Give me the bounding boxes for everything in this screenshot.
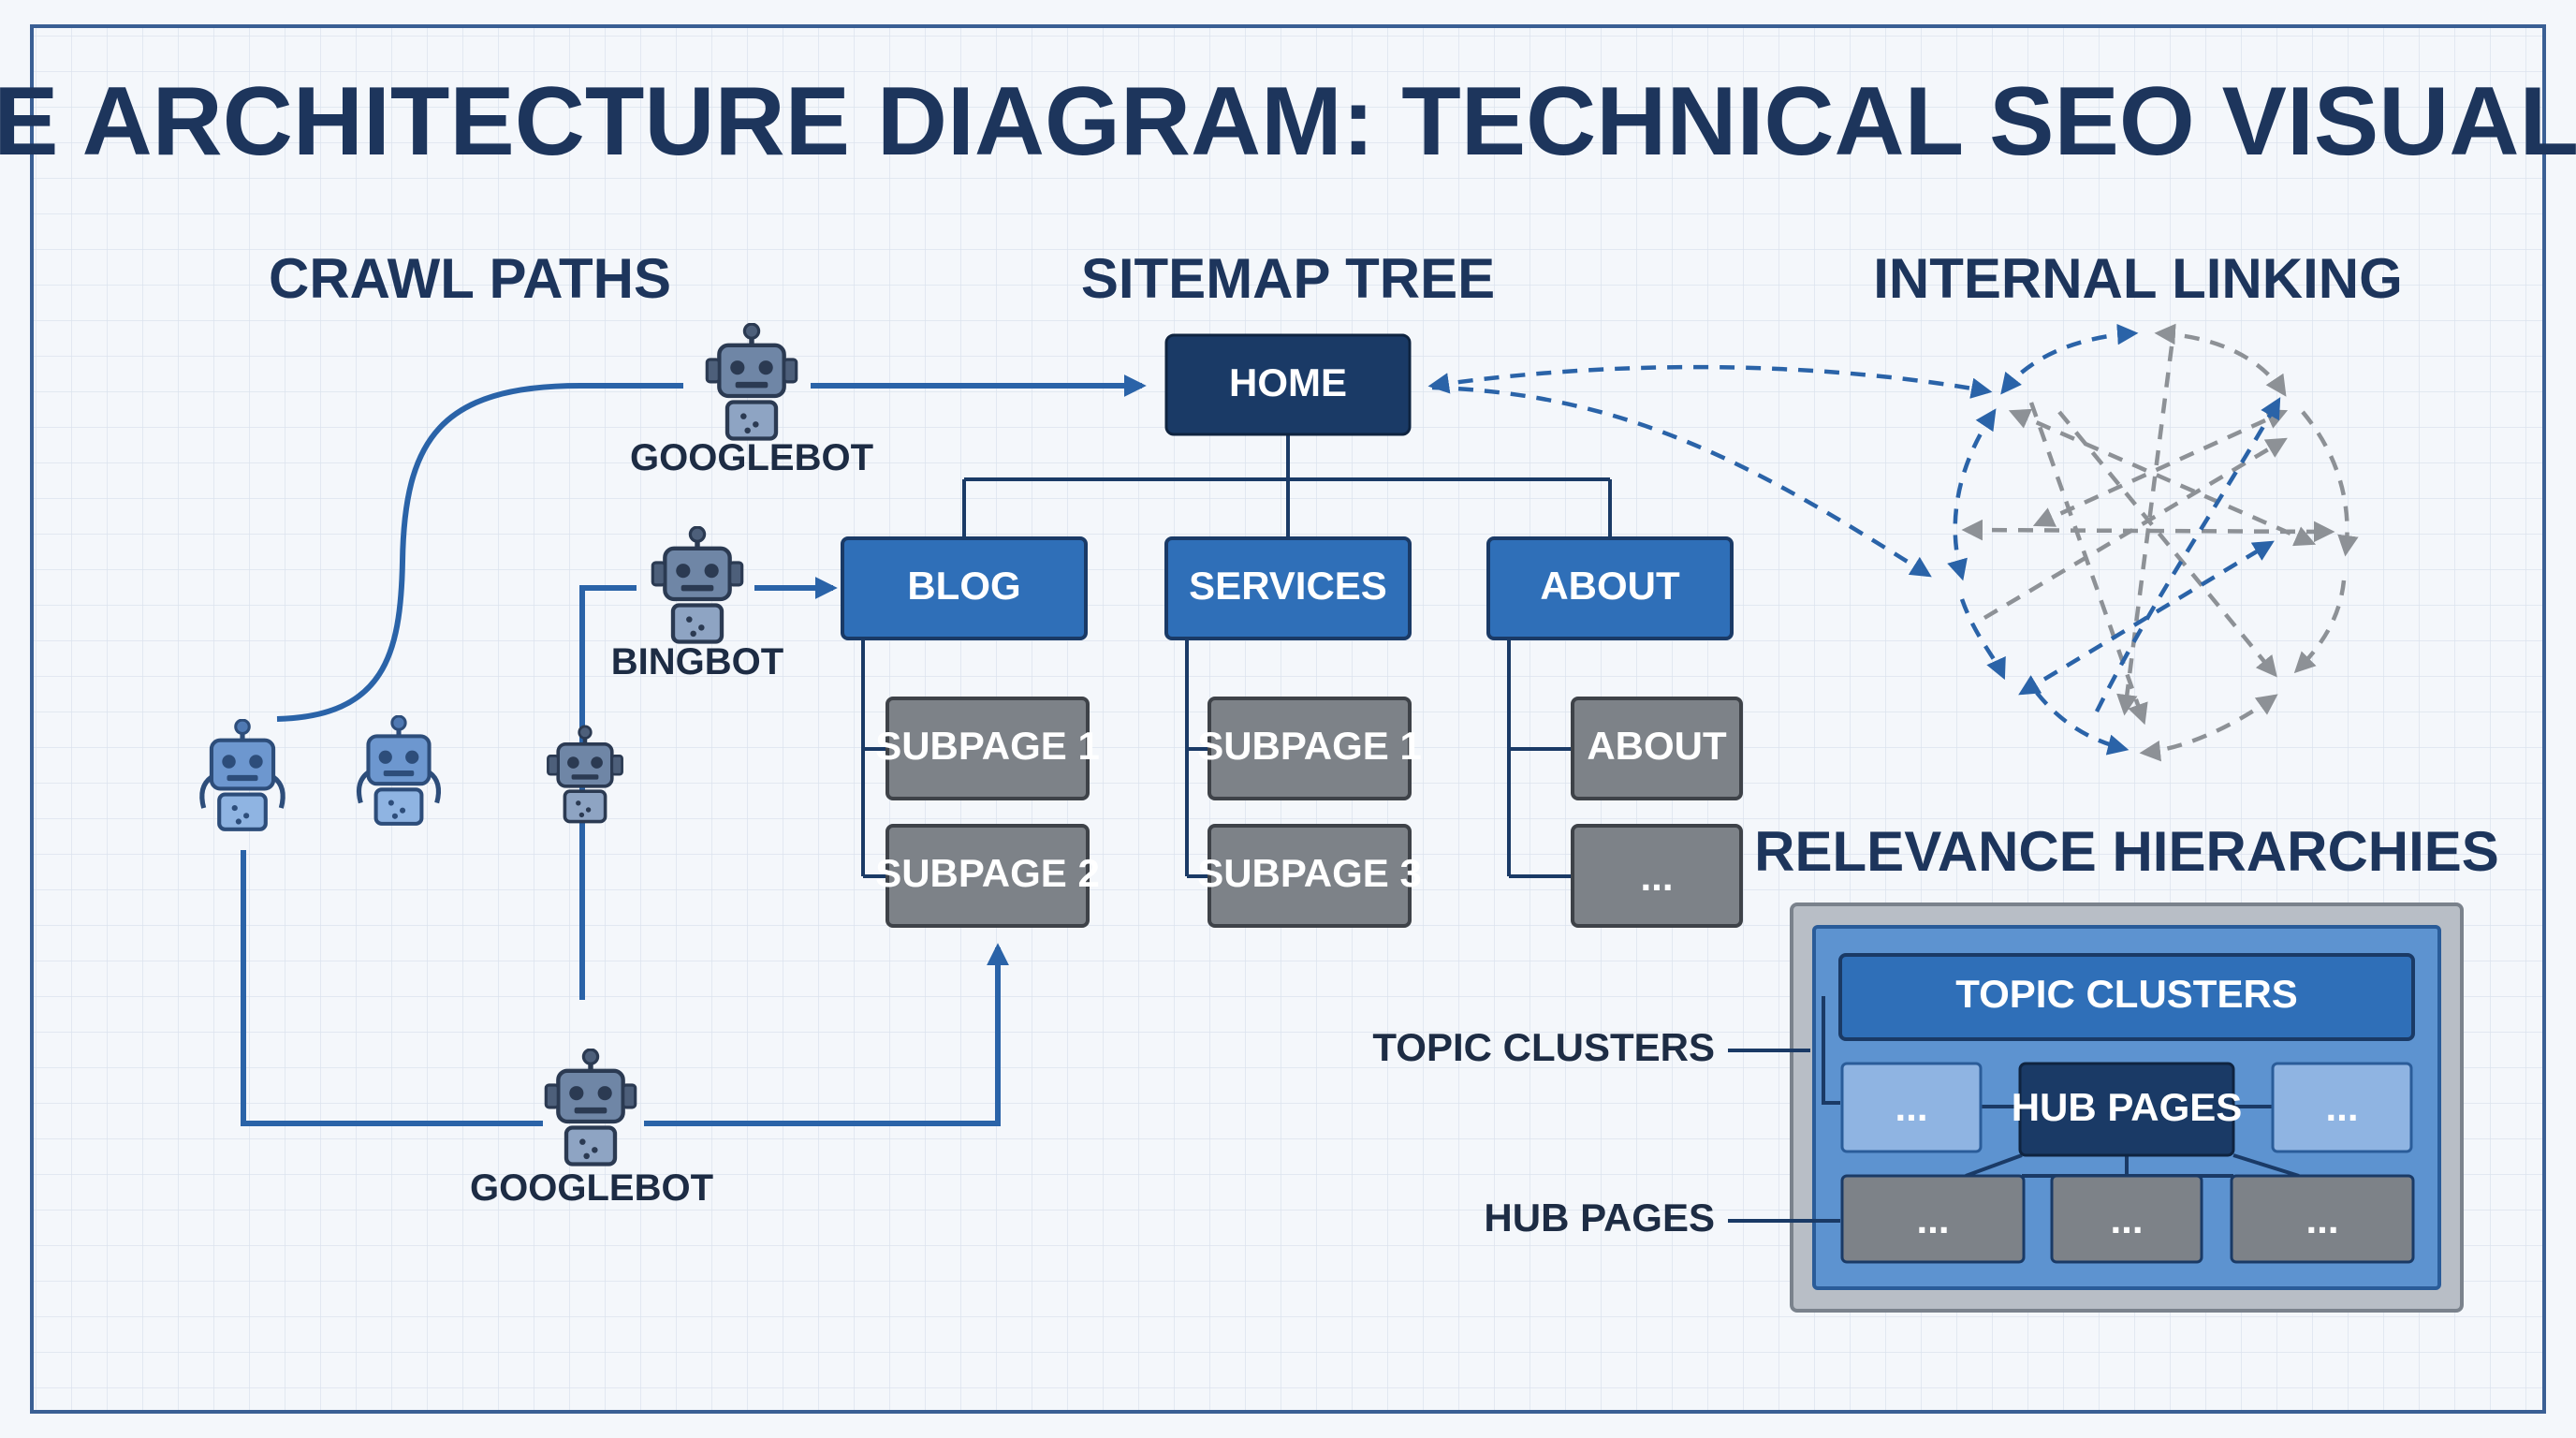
cluster-left-node[interactable]: ... (1840, 1062, 1983, 1153)
about-child-label: ABOUT (1587, 724, 1727, 768)
blog-subpage-2-node[interactable]: SUBPAGE 2 (875, 824, 1100, 928)
about-label: ABOUT (1540, 564, 1680, 608)
crawl-paths (241, 374, 1147, 1126)
crawl-path-middle-a (579, 585, 637, 1000)
home-node[interactable]: HOME (1164, 333, 1412, 436)
topic-clusters-bar[interactable]: TOPIC CLUSTERS (1838, 953, 2415, 1041)
diagram-title: WEBSITE ARCHITECTURE DIAGRAM: TECHNICAL … (0, 67, 2576, 176)
hub-child-1-label: ... (1916, 1197, 1949, 1241)
cluster-right-label: ... (2325, 1085, 2358, 1129)
crawl-path-bottom-a (241, 850, 543, 1126)
hub-child-3-node[interactable]: ... (2230, 1174, 2415, 1264)
crawl-paths-heading: CRAWL PATHS (269, 247, 671, 310)
internal-linking-heading: INTERNAL LINKING (1873, 247, 2403, 310)
about-node[interactable]: ABOUT (1486, 536, 1734, 640)
hub-child-2-node[interactable]: ... (2050, 1174, 2203, 1264)
relevance-hierarchies-heading: RELEVANCE HIERARCHIES (1754, 820, 2499, 883)
services-subpage-1-label: SUBPAGE 1 (1197, 724, 1422, 768)
services-subpage-1-node[interactable]: SUBPAGE 1 (1197, 697, 1422, 800)
crawl-path-top-a (276, 383, 683, 722)
about-more-label: ... (1640, 855, 1673, 899)
blog-subpage-2-label: SUBPAGE 2 (875, 851, 1100, 895)
about-child-node[interactable]: ABOUT (1571, 697, 1743, 800)
services-label: SERVICES (1189, 564, 1387, 608)
internal-linking-network (1427, 323, 2359, 762)
blog-subpage-1-node[interactable]: SUBPAGE 1 (875, 697, 1100, 800)
hub-pages-node-label: HUB PAGES (2012, 1085, 2243, 1129)
services-subpage-3-node[interactable]: SUBPAGE 3 (1197, 824, 1422, 928)
cluster-left-label: ... (1895, 1085, 1927, 1129)
googlebot-top-label: GOOGLEBOT (630, 437, 873, 478)
bingbot-label: BINGBOT (611, 641, 783, 682)
hub-child-1-node[interactable]: ... (1840, 1174, 2026, 1264)
about-more-node[interactable]: ... (1571, 824, 1743, 928)
home-label: HOME (1229, 360, 1347, 404)
googlebot-bottom-label: GOOGLEBOT (470, 1167, 713, 1209)
sitemap-tree-heading: SITEMAP TREE (1081, 247, 1495, 310)
hub-child-2-label: ... (2110, 1197, 2143, 1241)
hub-pages-side-label: HUB PAGES (1484, 1196, 1715, 1240)
topic-clusters-bar-label: TOPIC CLUSTERS (1955, 972, 2298, 1016)
hub-child-3-label: ... (2305, 1197, 2338, 1241)
blog-node[interactable]: BLOG (841, 536, 1088, 640)
cluster-right-node[interactable]: ... (2271, 1062, 2413, 1153)
blog-label: BLOG (907, 564, 1020, 608)
blog-subpage-1-label: SUBPAGE 1 (875, 724, 1100, 768)
sitemap-connectors (861, 434, 1612, 878)
crawl-path-bottom-b (644, 943, 1009, 1126)
hub-pages-node[interactable]: HUB PAGES (2012, 1062, 2243, 1157)
topic-clusters-side-label: TOPIC CLUSTERS (1372, 1025, 1715, 1069)
services-subpage-3-label: SUBPAGE 3 (1197, 851, 1422, 895)
services-node[interactable]: SERVICES (1164, 536, 1412, 640)
